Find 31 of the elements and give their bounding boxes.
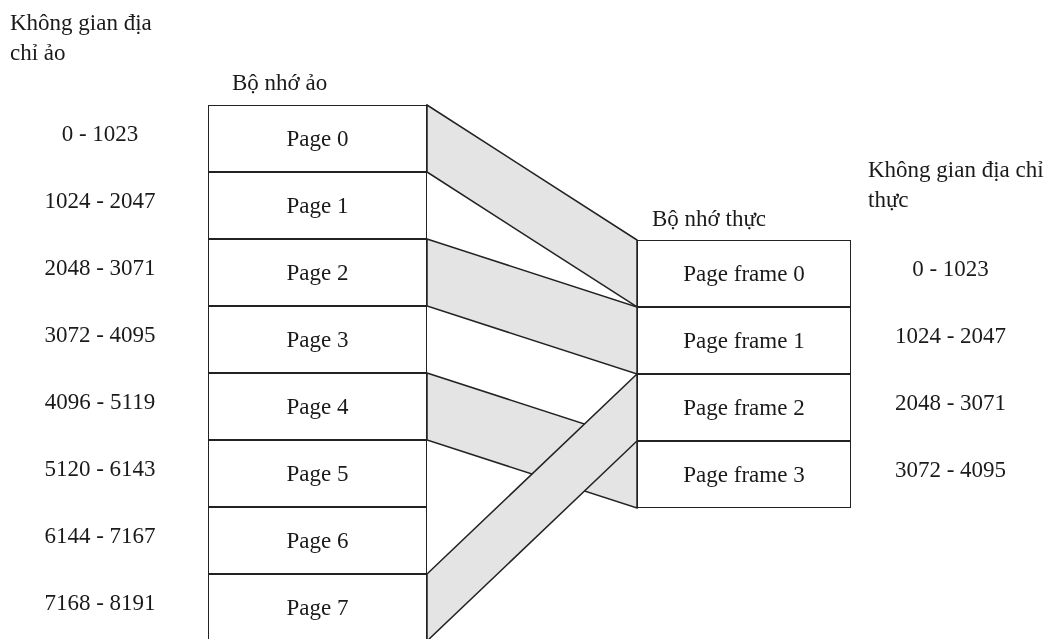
address-range: 0 - 1023 — [60, 121, 140, 147]
address-range: 3072 - 4095 — [893, 457, 1008, 483]
memory-page-box: Page 7 — [208, 574, 427, 639]
mapping-band — [426, 237, 638, 376]
memory-page-box: Page 1 — [208, 172, 427, 239]
address-range: 5120 - 6143 — [43, 456, 157, 482]
mapping-band — [426, 103, 638, 309]
address-range: 3072 - 4095 — [43, 322, 157, 348]
column-heading: Không gian địa chỉ ảo — [10, 9, 153, 67]
address-range: 1024 - 2047 — [893, 323, 1008, 349]
address-range: 6144 - 7167 — [43, 523, 157, 549]
column-heading: Không gian địa chỉ thực — [868, 156, 1045, 214]
memory-page-box: Page frame 0 — [637, 240, 851, 307]
memory-page-box: Page frame 2 — [637, 374, 851, 441]
column-heading: Bộ nhớ ảo — [232, 69, 329, 97]
memory-page-box: Page frame 3 — [637, 441, 851, 508]
memory-page-box: Page 4 — [208, 373, 427, 440]
memory-page-box: Page 6 — [208, 507, 427, 574]
column-heading: Bộ nhớ thực — [652, 205, 768, 233]
address-range: 2048 - 3071 — [43, 255, 157, 281]
address-range: 1024 - 2047 — [43, 188, 157, 214]
address-range: 7168 - 8191 — [43, 590, 157, 616]
address-range: 0 - 1023 — [911, 256, 990, 282]
memory-page-box: Page 5 — [208, 440, 427, 507]
memory-page-box: Page 2 — [208, 239, 427, 306]
memory-page-box: Page 3 — [208, 306, 427, 373]
address-range: 2048 - 3071 — [893, 390, 1008, 416]
memory-page-box: Page frame 1 — [637, 307, 851, 374]
address-range: 4096 - 5119 — [43, 389, 157, 415]
memory-page-box: Page 0 — [208, 105, 427, 172]
mapping-band — [426, 372, 638, 639]
